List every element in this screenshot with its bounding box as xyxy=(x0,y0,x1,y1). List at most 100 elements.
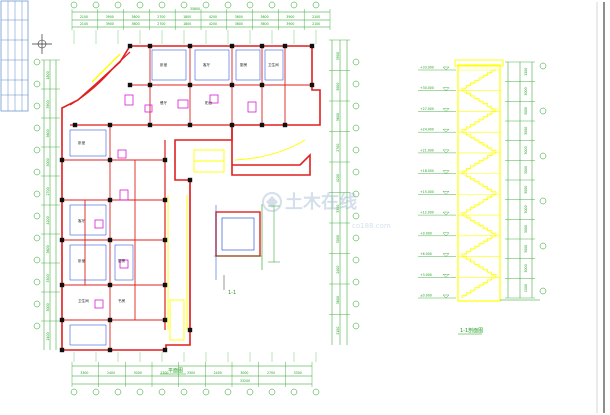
building-plan: 卧室客厅厨房卫生间餐厅阳台卧室客厅卧室厨房卫生间书房 xyxy=(59,43,321,353)
dim-right-4: 4200 xyxy=(336,174,340,182)
dim-left-5: 4200 xyxy=(46,216,50,224)
column xyxy=(282,122,288,128)
grid-bubble-bottom xyxy=(246,388,254,396)
column xyxy=(59,317,65,323)
grid-bubble-top xyxy=(312,1,320,9)
room-outlines xyxy=(69,49,284,346)
elevation-label: +6.000 xyxy=(420,252,432,256)
dim-right-6: 3000 xyxy=(336,235,340,243)
dim-left-7: 3300 xyxy=(46,274,50,282)
room-tag: 卧室 xyxy=(78,258,86,263)
grid-bubble-right xyxy=(352,322,360,330)
room-tag: 卫生间 xyxy=(78,298,89,303)
dim-bottom-4: 3300 xyxy=(187,371,195,375)
curved-corner-wall xyxy=(69,51,131,106)
grid-bubble-right xyxy=(352,102,360,110)
elevation-marks: ±0.000+3.000+6.000+9.000+12.000+15.000+1… xyxy=(418,66,456,299)
room-tag: 厨房 xyxy=(118,258,126,263)
grid-bubble-left xyxy=(33,278,41,286)
column xyxy=(147,122,153,128)
column xyxy=(59,157,65,163)
column xyxy=(259,82,265,88)
dim-top-7: 3600 xyxy=(261,22,269,26)
stair-grid-bubble xyxy=(539,62,547,70)
balcony-curve xyxy=(234,139,306,161)
dim-top-b-4: 1800 xyxy=(183,15,191,19)
stair-grid-bubble xyxy=(539,152,547,160)
room-tag: 阳台 xyxy=(205,100,213,105)
column xyxy=(162,347,168,353)
column xyxy=(107,237,113,243)
grid-bubble-bottom xyxy=(114,388,122,396)
room-tag: 厨房 xyxy=(240,62,248,67)
grid-bubble-bottom xyxy=(290,388,298,396)
dim-left-2: 3600 xyxy=(46,129,50,137)
stair-dim: 3000 xyxy=(524,166,528,174)
dim-top-b-9: 2100 xyxy=(312,15,320,19)
dim-top-5: 4200 xyxy=(209,22,217,26)
dim-top-6: 3600 xyxy=(235,22,243,26)
room-tag: 卧室 xyxy=(160,62,168,67)
column xyxy=(162,282,168,288)
stair-grid-bubble xyxy=(539,197,547,205)
curved-corner-glazing xyxy=(91,53,121,83)
grid-bubble-bottom xyxy=(268,388,276,396)
grid-bubble-right xyxy=(352,190,360,198)
dim-bottom-7: 2700 xyxy=(267,371,275,375)
column xyxy=(187,327,193,333)
grid-bubble-left xyxy=(33,300,41,308)
column xyxy=(59,282,65,288)
dim-right-3: 2700 xyxy=(336,144,340,152)
column xyxy=(282,43,288,49)
grid-bubble-top xyxy=(246,1,254,9)
dim-right-1: 3000 xyxy=(336,83,340,91)
dim-top-0: 2100 xyxy=(80,22,88,26)
elevation-label: +27.000 xyxy=(420,107,434,111)
fixtures xyxy=(94,94,257,309)
grid-bubble-top xyxy=(92,1,100,9)
sheet-border-right xyxy=(596,2,605,413)
column xyxy=(107,122,113,128)
grid-bubble-right xyxy=(352,234,360,242)
stair-dim: 3000 xyxy=(524,186,528,194)
elevation-label: +33.000 xyxy=(420,66,434,70)
plan-dimension-lines: 2100 2100 3900 3900 3600 3600 2700 2700 1800 1800… xyxy=(41,7,350,387)
elevation-label: ±0.000 xyxy=(420,294,432,298)
dim-top-1: 3900 xyxy=(106,22,114,26)
dim-top-8: 3900 xyxy=(286,22,294,26)
title-block-left xyxy=(0,0,29,112)
column xyxy=(187,122,193,128)
watermark: 土木在线 co188.com xyxy=(262,191,391,230)
grid-bubble-top xyxy=(114,1,122,9)
grid-bubble-top xyxy=(290,1,298,9)
dim-left-4: 2700 xyxy=(46,187,50,195)
grid-bubble-left xyxy=(33,190,41,198)
grid-bubble-right xyxy=(352,168,360,176)
grid-bubble-top xyxy=(158,1,166,9)
elevation-label: +18.000 xyxy=(420,169,434,173)
dim-left-0: 1800 xyxy=(46,71,50,79)
elevation-label: +12.000 xyxy=(420,211,434,215)
room-tag: 卫生间 xyxy=(268,62,279,67)
stair-dim: 1500 xyxy=(524,68,528,76)
grid-bubble-right xyxy=(352,256,360,264)
grid-bubble-bottom xyxy=(224,388,232,396)
column xyxy=(127,82,133,88)
dim-bottom-3: 2700 xyxy=(160,371,168,375)
grid-bubble-bottom xyxy=(136,388,144,396)
column xyxy=(309,82,315,88)
elevation-label: +9.000 xyxy=(420,231,432,235)
grid-bubble-left xyxy=(33,168,41,176)
dim-left-1: 3900 xyxy=(46,100,50,108)
room-tag: 餐厅 xyxy=(160,100,168,105)
grid-bubble-right xyxy=(352,146,360,154)
watermark-cn: 土木在线 xyxy=(285,191,357,213)
grid-bubble-left xyxy=(33,102,41,110)
column xyxy=(107,157,113,163)
grid-bubble-bottom xyxy=(70,388,78,396)
dim-top-b-3: 2700 xyxy=(157,15,165,19)
grid-bubble-left xyxy=(33,212,41,220)
dim-bottom-8: 3300 xyxy=(294,371,302,375)
dim-left-3: 3000 xyxy=(46,158,50,166)
